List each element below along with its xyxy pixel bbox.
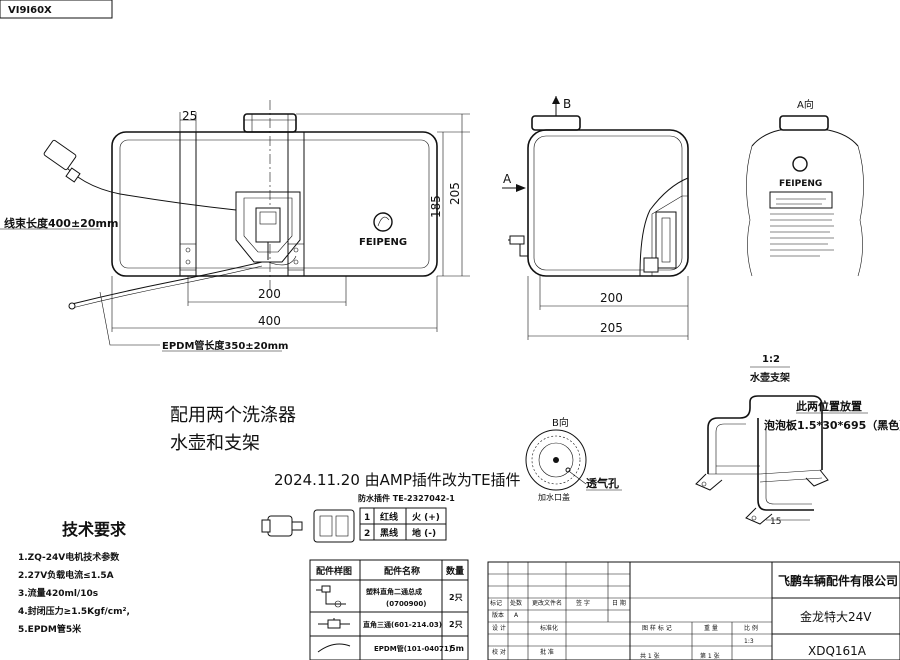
tb-ratio: 比 例 xyxy=(744,624,758,632)
requirement-5: 5.EPDM管5米 xyxy=(18,623,82,635)
part-1-qty: 2只 xyxy=(449,593,463,602)
pump-motor xyxy=(255,207,281,243)
part-2-name: 直角三通(601-214.03) xyxy=(363,620,442,629)
tb-version-val: A xyxy=(514,612,519,619)
tb-count: 处数 xyxy=(510,599,522,607)
tb-total: 共 1 张 xyxy=(640,652,660,660)
part-1-name: 塑料直角二通总成 xyxy=(366,587,422,596)
label-text-block xyxy=(770,213,834,257)
te-socket-face-icon xyxy=(313,509,355,543)
vent-hole-icon xyxy=(565,467,571,473)
tb-company: 飞鹏车辆配件有限公司 xyxy=(778,573,898,588)
a-view: A向 FEIPENG xyxy=(746,98,864,277)
epdm-length-label: EPDM管长度350±20mm xyxy=(162,339,288,352)
vent-label: 透气孔 xyxy=(586,476,619,490)
pin-2-pol: 地 (-) xyxy=(412,527,436,539)
part-1-code: (0700900) xyxy=(386,600,427,608)
headline-line2: 水壶和支架 xyxy=(170,433,260,454)
part-3-name: EPDM管(101-04071) xyxy=(374,644,452,653)
bracket-view: 1:2 水壶支架 此两位置放置 泡泡板1.5*30*695（黑色） 15 xyxy=(695,354,900,527)
requirement-2: 2.27V负载电流≤1.5A xyxy=(18,569,114,581)
bracket-note-title: 此两位置放置 xyxy=(796,399,862,413)
side-view: B A 200 205 xyxy=(502,96,689,340)
headline-line1: 配用两个洗涤器 xyxy=(170,405,296,426)
part-2-qty: 2只 xyxy=(449,620,463,629)
elbow-fitting-icon xyxy=(316,589,346,605)
tb-version: 版本 xyxy=(492,611,504,619)
b-view-title: B向 xyxy=(552,416,569,429)
tank-body xyxy=(111,131,438,277)
connector-type: 防水插件 TE-2327042-1 xyxy=(358,493,455,503)
side-dim-205: 205 xyxy=(600,321,623,335)
b-view: B向 透气孔 加水口盖 xyxy=(525,416,622,502)
front-view: FEIPENG 25 185 205 200 400 线束长度 xyxy=(0,100,470,352)
connector-plug-icon xyxy=(43,139,77,171)
requirement-4: 4.封闭压力≥1.5Kgf/cm², xyxy=(18,605,130,617)
pump-housing xyxy=(235,191,301,263)
front-dim-200: 200 xyxy=(258,287,281,301)
front-dim-400: 400 xyxy=(258,314,281,328)
title-block: 标记 处数 更改文件名 签 字 日 期 版本 A 设 计 标准化 图 样 标 记… xyxy=(487,561,900,660)
side-arrow-a: A xyxy=(503,172,512,186)
tb-mark: 标记 xyxy=(490,599,502,607)
parts-header-image: 配件样图 xyxy=(316,565,352,577)
parts-table: 配件样图 配件名称 数量 塑料直角二通总成 (0700900) 2只 直角三通(… xyxy=(309,559,469,660)
pin-1-pol: 火 (+) xyxy=(412,512,440,523)
side-tank-body xyxy=(527,129,689,277)
feipeng-logo-icon xyxy=(373,212,393,232)
tb-stage-mark: 图 样 标 记 xyxy=(642,624,672,632)
side-cap xyxy=(531,115,581,131)
bracket-name: 水壶支架 xyxy=(749,371,790,384)
a-view-logo-icon xyxy=(792,156,808,172)
requirement-1: 1.ZQ-24V电机技术参数 xyxy=(18,551,120,563)
bracket-scale: 1:2 xyxy=(762,354,780,365)
pin-1-wire: 红线 xyxy=(380,511,398,523)
tb-design: 设 计 xyxy=(492,624,506,632)
front-dim-205: 205 xyxy=(448,182,462,205)
parts-header-name: 配件名称 xyxy=(384,565,420,577)
harness-length-label: 线束长度400±20mm xyxy=(4,216,118,230)
part-3-qty: 5m xyxy=(450,644,464,653)
tb-date: 日 期 xyxy=(612,599,626,607)
requirements-title: 技术要求 xyxy=(62,520,127,539)
tb-weight: 重 量 xyxy=(704,624,718,632)
pin-2-no: 2 xyxy=(364,529,370,539)
front-brand: FEIPENG xyxy=(359,237,407,248)
tb-scale: 1:3 xyxy=(744,638,754,645)
revision-note: 2024.11.20 由AMP插件改为TE插件 xyxy=(274,471,521,489)
epdm-hose xyxy=(71,261,263,305)
te-plug-icon xyxy=(267,515,293,537)
pin-1-no: 1 xyxy=(364,513,370,523)
corner-box xyxy=(0,0,113,19)
parts-header-qty: 数量 xyxy=(446,565,464,577)
bracket-note-body: 泡泡板1.5*30*695（黑色） xyxy=(764,418,900,432)
harness-cable xyxy=(59,159,237,211)
tb-approve: 批 准 xyxy=(540,648,554,656)
label-plate xyxy=(769,191,833,209)
a-view-brand: FEIPENG xyxy=(779,179,822,189)
tb-check: 校 对 xyxy=(492,648,506,656)
tb-product: 金龙特大24V xyxy=(800,609,872,624)
pin-table: 1 红线 火 (+) 2 黑线 地 (-) xyxy=(359,507,447,541)
requirement-3: 3.流量420ml/10s xyxy=(18,587,98,599)
fill-port-label: 加水口盖 xyxy=(538,492,570,502)
tb-change-doc: 更改文件名 xyxy=(532,599,562,607)
cap-outer-ring xyxy=(525,429,587,491)
tank-inner xyxy=(119,139,430,269)
front-dim-185: 185 xyxy=(429,195,443,218)
epdm-hose-icon xyxy=(317,643,351,653)
pin-2-wire: 黑线 xyxy=(380,527,398,539)
connector-illustration xyxy=(261,509,355,543)
a-view-title: A向 xyxy=(797,98,814,111)
front-dim-25: 25 xyxy=(182,109,197,123)
side-dim-200: 200 xyxy=(600,291,623,305)
tb-sign: 签 字 xyxy=(576,599,590,607)
tb-standardize: 标准化 xyxy=(540,624,558,632)
bracket-dim-15: 15 xyxy=(770,517,781,527)
side-arrow-b: B xyxy=(563,97,571,111)
tb-sheet: 第 1 张 xyxy=(700,652,720,660)
corner-title: VI9I60X xyxy=(8,5,52,16)
tb-drawing-no: XDQ161A xyxy=(808,644,867,658)
